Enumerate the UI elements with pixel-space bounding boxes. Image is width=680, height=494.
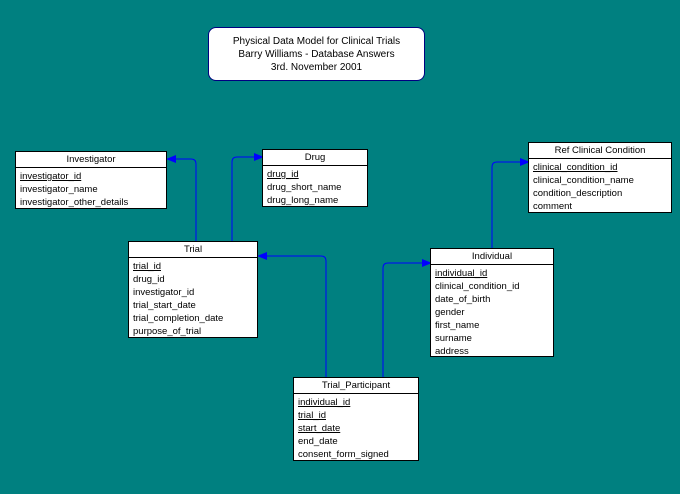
attribute: clinical_condition_id: [435, 281, 520, 292]
entity-name: Trial_Participant: [294, 378, 418, 394]
rel-participant-trial: [257, 252, 327, 378]
attribute: address: [435, 346, 469, 357]
attribute-list: individual_id clinical_condition_id date_o…: [431, 265, 553, 358]
title-line-3: 3rd. November 2001: [270, 61, 363, 73]
primary-key-attribute: individual_id: [298, 397, 351, 408]
entity-drug[interactable]: Drug drug_id drug_short_name drug_long_name: [262, 149, 368, 207]
attribute: first_name: [435, 320, 480, 331]
entity-name: Drug: [263, 150, 367, 166]
attribute: investigator_name: [20, 184, 98, 195]
primary-key-attribute: drug_id: [267, 169, 299, 180]
attribute: consent_form_signed: [298, 449, 389, 460]
primary-key-attribute: investigator_id: [20, 171, 82, 182]
entity-name: Trial: [129, 242, 257, 258]
attribute: condition_description: [533, 188, 623, 199]
diagram-title-box: Physical Data Model for Clinical Trials …: [208, 27, 425, 81]
attribute: purpose_of_trial: [133, 326, 202, 337]
attribute: clinical_condition_name: [533, 175, 634, 186]
attribute: trial_completion_date: [133, 313, 224, 324]
entity-name: Ref Clinical Condition: [529, 143, 671, 159]
rel-participant-individual: [382, 259, 432, 378]
attribute: drug_long_name: [267, 195, 339, 206]
attribute: drug_short_name: [267, 182, 342, 193]
title-line-1: Physical Data Model for Clinical Trials: [232, 35, 401, 47]
attribute: investigator_id: [133, 287, 195, 298]
entity-name: Investigator: [16, 152, 166, 168]
rel-individual-refcondition: [491, 158, 530, 249]
entity-name: Individual: [431, 249, 553, 265]
attribute: date_of_birth: [435, 294, 491, 305]
primary-key-attribute: clinical_condition_id: [533, 162, 618, 173]
attribute: gender: [435, 307, 465, 318]
attribute-list: trial_id drug_id investigator_id trial_star…: [129, 258, 257, 338]
attribute: drug_id: [133, 274, 165, 285]
title-line-2: Barry Williams - Database Answers: [238, 48, 395, 60]
rel-trial-investigator: [166, 155, 197, 242]
entity-individual[interactable]: Individual individual_id clinical_conditio…: [430, 248, 554, 357]
rel-trial-drug: [231, 153, 264, 242]
primary-key-attribute: trial_id: [298, 410, 326, 421]
attribute-list: drug_id drug_short_name drug_long_name: [263, 166, 367, 207]
attribute: investigator_other_details: [20, 197, 129, 208]
primary-key-attribute: trial_id: [133, 261, 161, 272]
attribute: end_date: [298, 436, 338, 447]
primary-key-attribute: individual_id: [435, 268, 488, 279]
attribute: trial_start_date: [133, 300, 196, 311]
attribute-list: clinical_condition_id clinical_condition_…: [529, 159, 671, 213]
attribute-list: investigator_id investigator_name investig…: [16, 168, 166, 209]
primary-key-attribute: start_date: [298, 423, 341, 434]
attribute: surname: [435, 333, 472, 344]
attribute: comment: [533, 201, 573, 212]
